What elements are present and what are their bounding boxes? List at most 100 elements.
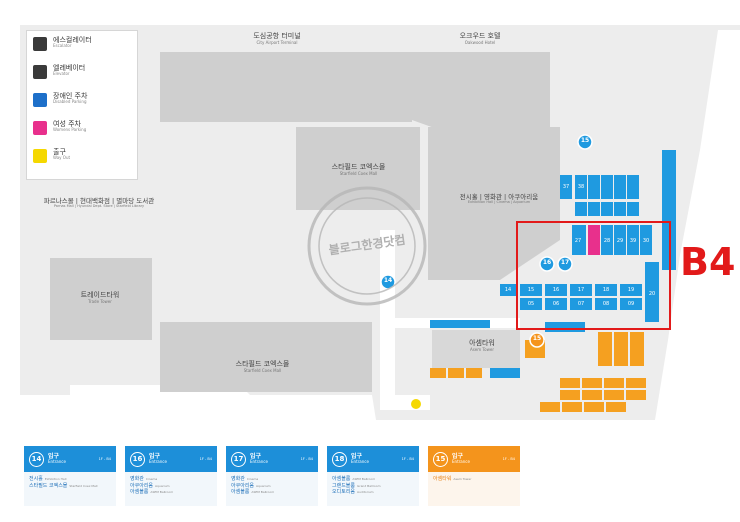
label-asem-tower: 아셈타워 Asem Tower <box>469 339 495 352</box>
entrance-floors: 1F - B4 <box>300 457 313 461</box>
entrance-number-badge: 15 <box>433 451 448 467</box>
legend-label: 장애인 주차 <box>53 92 88 100</box>
blue-parking-zone <box>430 150 676 378</box>
entrance-number-badge: 14 <box>29 451 44 467</box>
entrance-title: 입구 <box>250 453 262 460</box>
entrance-title-en: Entrance <box>149 459 167 464</box>
map-entrance-num-14: 14 <box>383 277 393 284</box>
entrance-floors: 1F - B4 <box>98 457 111 461</box>
label-trade-tower: 트레이드타워 Trade Tower <box>80 291 120 304</box>
destination-name-en: Starfield Coex Mall <box>69 483 98 488</box>
parking-spot-number: 17 <box>577 287 585 293</box>
destination-name-en: Aquarium <box>155 483 170 488</box>
entrance-title-en: Entrance <box>351 459 369 464</box>
parking-spot-number: 14 <box>504 287 512 293</box>
legend-sublabel: Disabled Parking <box>53 99 87 105</box>
map-entrance-num-15-top: 15 <box>580 137 590 144</box>
destination-name-en: Asem Tower <box>453 477 472 481</box>
parking-spot-number: 07 <box>577 301 585 307</box>
parking-spot-number: 18 <box>602 287 610 293</box>
entrance-title: 입구 <box>149 453 161 460</box>
watermark-seal <box>307 186 427 306</box>
elevator-icon <box>33 65 47 79</box>
destination-name: 오디토리움 <box>332 489 356 495</box>
entrance-title-en: Entrance <box>250 459 268 464</box>
parking-spot-number: 30 <box>642 238 650 244</box>
parking-spot-number: 09 <box>627 301 635 307</box>
parking-spot-number: 08 <box>602 301 610 307</box>
entrance-floors: 1F - B4 <box>199 457 212 461</box>
legend-label: 여성 주차 <box>53 120 81 128</box>
parking-spot-number: 20 <box>648 291 656 297</box>
label-oakwood: 오크우드 호텔 Oakwood Hotel <box>459 32 501 45</box>
legend-sublabel: Way Out <box>53 155 71 161</box>
label-parnas: 파르나스몰 | 현대백화점 | 별마당 도서관 Parnas Mall | Hy… <box>43 197 155 209</box>
destination-name-en: Cinema <box>246 477 259 481</box>
watermark-seal-inner <box>318 197 416 295</box>
exit-icon <box>33 149 47 163</box>
asem-block <box>432 330 520 368</box>
exhibition-block <box>428 127 560 280</box>
destination-name-en: Cinema <box>145 477 158 481</box>
destination-name: 그랜드볼룸 <box>332 482 356 489</box>
entrance-number-badge: 17 <box>231 451 246 467</box>
destination-name: 아셈볼룸 <box>231 489 250 495</box>
building-mass <box>20 25 740 420</box>
destination-name: 영화관 <box>130 476 144 482</box>
entrance-title-en: Entrance <box>452 459 470 464</box>
escalator-icon <box>33 37 47 51</box>
destination-name: 아셈볼룸 <box>332 476 351 482</box>
map-entrance-num-16: 16 <box>542 259 552 266</box>
parking-spot-number: 16 <box>552 287 560 293</box>
destination-name: 아쿠아리움 <box>231 482 255 489</box>
destination-name-en: Grand Ballroom <box>357 483 381 488</box>
legend-label: 출구 <box>53 148 66 156</box>
destination-name-en: Exhibition Hall <box>44 477 67 481</box>
entrance-title: 입구 <box>48 453 60 460</box>
label-starfield-top: 스타필드 코엑스몰 Starfield Coex Mall <box>331 163 386 176</box>
b4-highlight-box <box>516 221 671 330</box>
label-starfield-bottom: 스타필드 코엑스몰 Starfield Coex Mall <box>235 360 290 373</box>
destination-name-en: ASEM Ballroom <box>150 490 174 494</box>
parking-spot-number: 37 <box>562 184 570 190</box>
legend-sublabel: Elevator <box>53 71 70 77</box>
parking-spot-number: 05 <box>527 301 535 307</box>
legend-sublabel: Womens Parking <box>53 127 87 133</box>
destination-name-en: Aquarium <box>256 483 271 488</box>
entrance-title: 입구 <box>351 453 363 460</box>
disabled-parking-icon <box>33 93 47 107</box>
parking-spot-number: 27 <box>574 238 582 244</box>
legend-sublabel: Escalator <box>53 43 72 49</box>
parking-spot-number: 29 <box>616 238 624 244</box>
entrance-floors: 1F - B4 <box>502 457 515 461</box>
parking-spot-number: 28 <box>603 238 611 244</box>
destination-name: 스타필드 코엑스몰 <box>29 482 68 489</box>
starfield-bottom-block <box>160 322 372 392</box>
